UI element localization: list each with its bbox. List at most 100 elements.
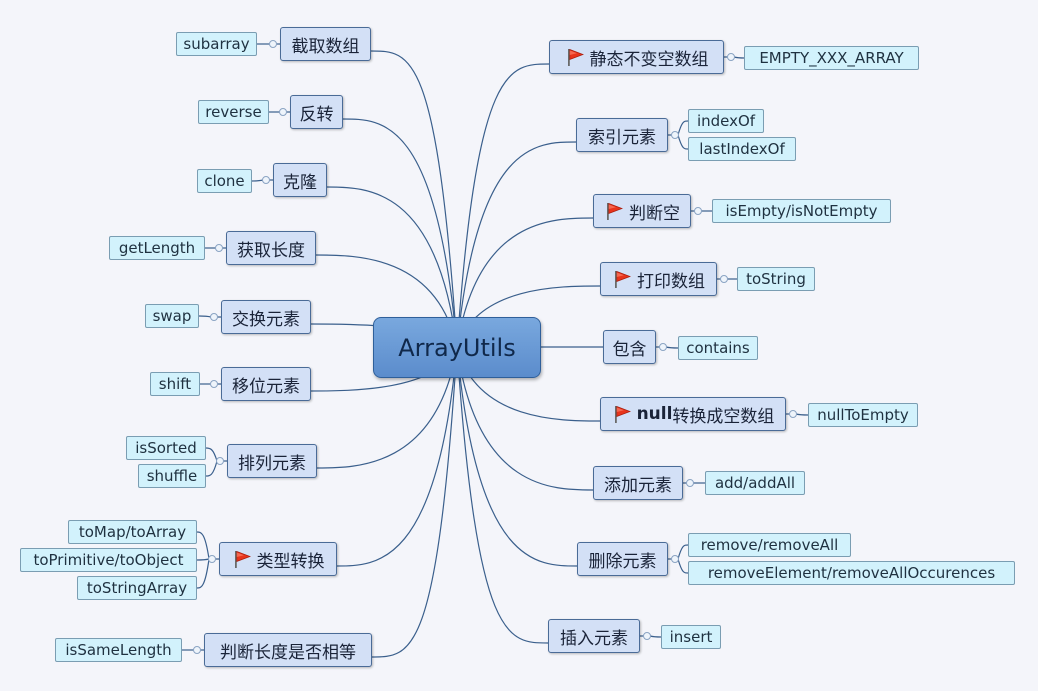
leaf-subarray[interactable]: subarray [176,32,257,56]
central-topic-label: ArrayUtils [398,333,516,362]
leaf-line [677,134,689,150]
collapse-toggle[interactable] [643,632,651,640]
leaf-shuffle[interactable]: shuffle [138,464,206,488]
topic-label: 截取数组 [291,36,360,57]
leaf-line [196,531,210,560]
topic-contains[interactable]: 包含 [603,330,656,364]
leaf-reverse[interactable]: reverse [198,100,269,124]
topic-reverse[interactable]: 反转 [290,95,343,129]
topic-get-length[interactable]: 获取长度 [226,231,316,265]
leaf-insert[interactable]: insert [661,625,721,649]
flag-icon [604,201,624,221]
collapse-toggle[interactable] [210,380,218,388]
leaf-removeelement-removealloccurences[interactable]: removeElement/removeAllOccurences [688,561,1015,585]
collapse-toggle[interactable] [269,40,277,48]
leaf-label: EMPTY_XXX_ARRAY [759,49,904,67]
flag-icon [565,47,585,67]
collapse-toggle[interactable] [720,275,728,283]
flag-icon [232,549,252,569]
leaf-shift[interactable]: shift [150,372,200,396]
topic-label: 删除元素 [588,551,657,572]
collapse-toggle[interactable] [262,176,270,184]
leaf-remove-removeall[interactable]: remove/removeAll [688,533,851,557]
leaf-line [795,413,809,416]
leaf-contains[interactable]: contains [678,336,758,360]
branch-line [370,50,458,348]
topic-label: 移位元素 [232,376,300,397]
topic-shift[interactable]: 移位元素 [221,367,311,401]
topic-type-convert[interactable]: 类型转换 [219,542,337,576]
topic-label: 添加元素 [604,475,672,496]
topic-is-empty[interactable]: 判断空 [593,194,691,228]
leaf-line [677,558,689,574]
leaf-line [198,315,212,318]
leaf-label: shuffle [146,467,198,485]
collapse-toggle[interactable] [789,410,797,418]
collapse-toggle[interactable] [193,646,201,654]
topic-subarray[interactable]: 截取数组 [280,27,371,61]
leaf-label: insert [669,628,713,646]
collapse-toggle[interactable] [215,244,223,252]
leaf-line [196,558,210,561]
leaf-label: toPrimitive/toObject [33,551,184,569]
leaf-clone[interactable]: clone [197,169,252,193]
branch-line [371,347,458,658]
topic-clone[interactable]: 克隆 [273,163,327,197]
leaf-label: toMap/toArray [78,523,187,541]
branch-line [326,186,458,348]
leaf-nulltoempty[interactable]: nullToEmpty [808,403,918,427]
leaf-label: isSorted [135,439,197,457]
collapse-toggle[interactable] [686,479,694,487]
topic-same-length[interactable]: 判断长度是否相等 [204,633,372,667]
collapse-toggle[interactable] [671,131,679,139]
leaf-issorted[interactable]: isSorted [126,436,206,460]
topic-add[interactable]: 添加元素 [593,466,683,500]
leaf-label: reverse [205,103,262,121]
branch-line [456,217,594,348]
topic-label: 交换元素 [232,309,300,330]
collapse-toggle[interactable] [216,457,224,465]
collapse-toggle[interactable] [279,108,287,116]
leaf-line [649,635,662,638]
topic-insert[interactable]: 插入元素 [548,619,640,653]
leaf-label: getLength [118,239,196,257]
leaf-line [205,460,218,477]
leaf-label: toString [746,270,806,288]
leaf-label: subarray [183,35,250,53]
leaf-swap[interactable]: swap [145,304,199,328]
leaf-indexof[interactable]: indexOf [688,109,764,133]
topic-label: 打印数组 [637,271,705,292]
leaf-tostring[interactable]: toString [737,267,815,291]
leaf-getlength[interactable]: getLength [109,236,205,260]
collapse-toggle[interactable] [727,53,735,61]
leaf-issamelength[interactable]: isSameLength [55,638,182,662]
topic-index[interactable]: 索引元素 [576,118,668,152]
topic-empty-array[interactable]: 静态不变空数组 [549,40,724,74]
leaf-add-addall[interactable]: add/addAll [705,471,805,495]
topic-remove[interactable]: 删除元素 [577,542,668,576]
flag-icon [612,269,632,289]
leaf-label: removeElement/removeAllOccurences [707,564,996,582]
leaf-empty-xxx-array[interactable]: EMPTY_XXX_ARRAY [744,46,919,70]
topic-swap[interactable]: 交换元素 [221,300,311,334]
collapse-toggle[interactable] [208,555,216,563]
leaf-tomap-toarray[interactable]: toMap/toArray [68,520,197,544]
collapse-toggle[interactable] [671,555,679,563]
leaf-tostringarray[interactable]: toStringArray [77,576,197,600]
leaf-isempty-isnotempty[interactable]: isEmpty/isNotEmpty [712,199,891,223]
leaf-label: isSameLength [65,641,172,659]
collapse-toggle[interactable] [210,313,218,321]
leaf-lastindexof[interactable]: lastIndexOf [688,137,796,161]
leaf-label: nullToEmpty [817,406,909,424]
collapse-toggle[interactable] [694,207,702,215]
topic-label: 转换成空数组 [672,406,775,427]
leaf-toprimitive-toobject[interactable]: toPrimitive/toObject [20,548,197,572]
leaf-label: add/addAll [714,474,796,492]
topic-label: 反转 [299,104,334,125]
topic-print-array[interactable]: 打印数组 [600,262,717,296]
collapse-toggle[interactable] [659,343,667,351]
central-topic[interactable]: ArrayUtils [373,317,541,378]
topic-sort[interactable]: 排列元素 [227,444,317,478]
topic-label: 静态不变空数组 [589,49,709,70]
